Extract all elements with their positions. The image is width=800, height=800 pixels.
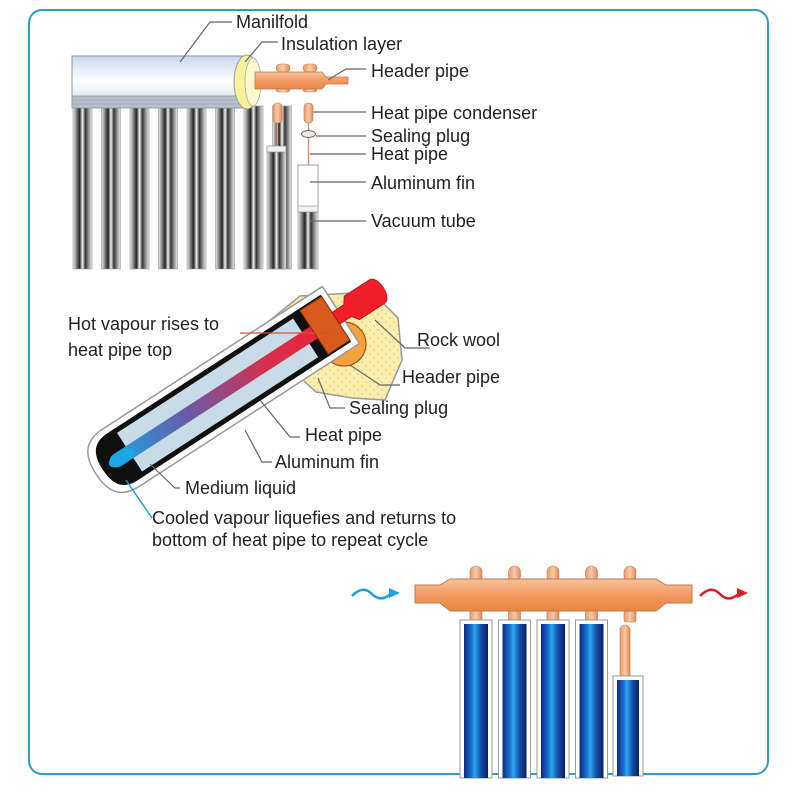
label-manifold: Manilfold	[236, 12, 308, 32]
vacuum-tube	[186, 105, 207, 270]
label-header-pipe-2: Header pipe	[402, 367, 500, 387]
label-vacuum-tube: Vacuum tube	[371, 211, 476, 231]
label-aluminum-fin-2: Aluminum fin	[275, 452, 379, 472]
manifold-flow-illustration	[351, 565, 748, 779]
label-sealing-plug: Sealing plug	[371, 126, 470, 146]
vacuum-tube	[129, 105, 150, 270]
heat-pipe-condenser	[272, 102, 283, 124]
label-heat-pipe-2: Heat pipe	[305, 425, 382, 445]
vacuum-tube	[297, 209, 319, 270]
label-heat-pipe-condenser: Heat pipe condenser	[371, 103, 537, 123]
cold-water-inlet-arrow	[351, 588, 393, 600]
assembled-vacuum-tube	[266, 147, 287, 270]
vacuum-tube	[72, 105, 93, 270]
label-rock-wool: Rock wool	[417, 330, 500, 350]
label-header-pipe: Header pipe	[371, 61, 469, 81]
vacuum-tube-absorber	[464, 624, 488, 778]
vacuum-tube-absorber	[541, 624, 565, 778]
label-heat-pipe: Heat pipe	[371, 144, 448, 164]
vacuum-tube	[215, 105, 235, 270]
label-sealing-plug-2: Sealing plug	[349, 398, 448, 418]
label-cooled-vapour-2: bottom of heat pipe to repeat cycle	[152, 530, 428, 550]
heat-pipe-cross-section: Hot vapour rises to heat pipe top Rock w…	[68, 278, 500, 550]
diagram-frame	[28, 9, 769, 775]
heat-pipe-section	[109, 319, 331, 468]
hot-water-outlet-arrow	[699, 588, 741, 600]
vacuum-tube	[158, 105, 178, 270]
heat-pipe-condenser	[303, 102, 314, 124]
label-insulation-layer: Insulation layer	[281, 34, 402, 54]
vacuum-tube-array	[72, 105, 292, 270]
label-hot-vapour-2: heat pipe top	[68, 340, 172, 360]
detached-condenser	[619, 624, 631, 684]
vacuum-tube-absorber	[579, 624, 604, 778]
label-aluminum-fin: Aluminum fin	[371, 173, 475, 193]
vacuum-tube-absorber	[502, 624, 527, 778]
heat-pipe-condenser-section	[331, 278, 388, 325]
aluminum-fin	[297, 164, 319, 211]
bottom-header-pipe	[414, 578, 693, 612]
label-medium-liquid: Medium liquid	[185, 478, 296, 498]
label-hot-vapour-1: Hot vapour rises to	[68, 314, 219, 334]
header-pipe	[254, 71, 349, 90]
sealing-plug	[301, 130, 316, 138]
label-cooled-vapour-1: Cooled vapour liquefies and returns to	[152, 508, 456, 528]
top-collector-illustration: Manilfold Insulation layer Header pipe H…	[71, 12, 537, 270]
vacuum-tube	[101, 105, 121, 270]
vacuum-tube	[243, 105, 264, 270]
manifold-base	[71, 95, 245, 109]
medium-liquid	[108, 448, 134, 468]
